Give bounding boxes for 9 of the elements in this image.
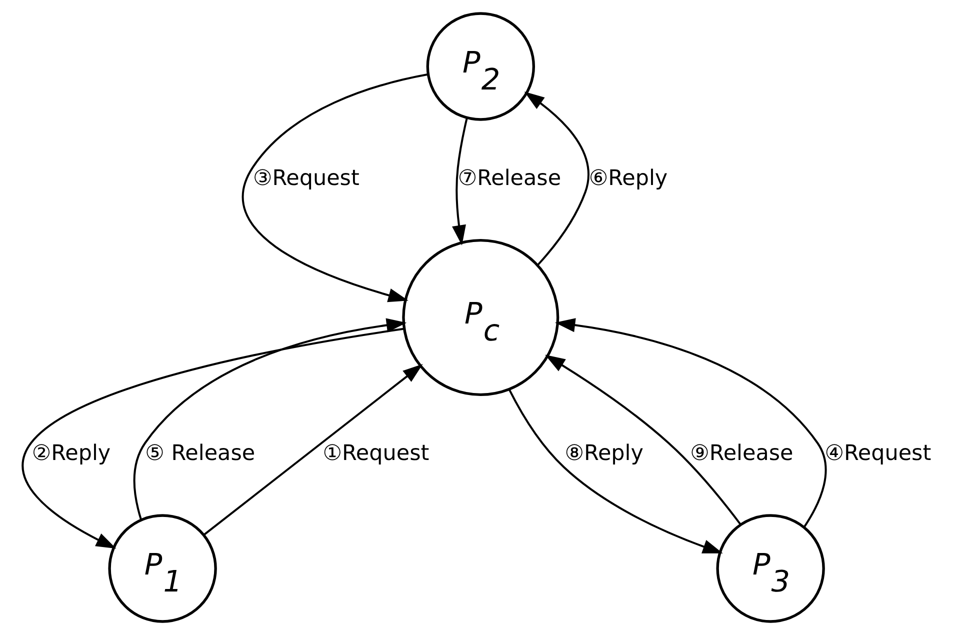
edge-label: ①Request xyxy=(322,441,429,466)
edge-label: ⑧Reply xyxy=(564,441,643,466)
edge-label: ⑦Release xyxy=(457,166,561,192)
edge-label: ②Reply xyxy=(31,441,110,466)
edge-label: ⑨Release xyxy=(690,441,793,466)
edge-label: ③Request xyxy=(252,166,359,192)
edge-label: ⑤ Release xyxy=(144,441,255,466)
edge-label: ④Request xyxy=(824,441,931,466)
edge-label: ⑥Reply xyxy=(588,166,668,192)
